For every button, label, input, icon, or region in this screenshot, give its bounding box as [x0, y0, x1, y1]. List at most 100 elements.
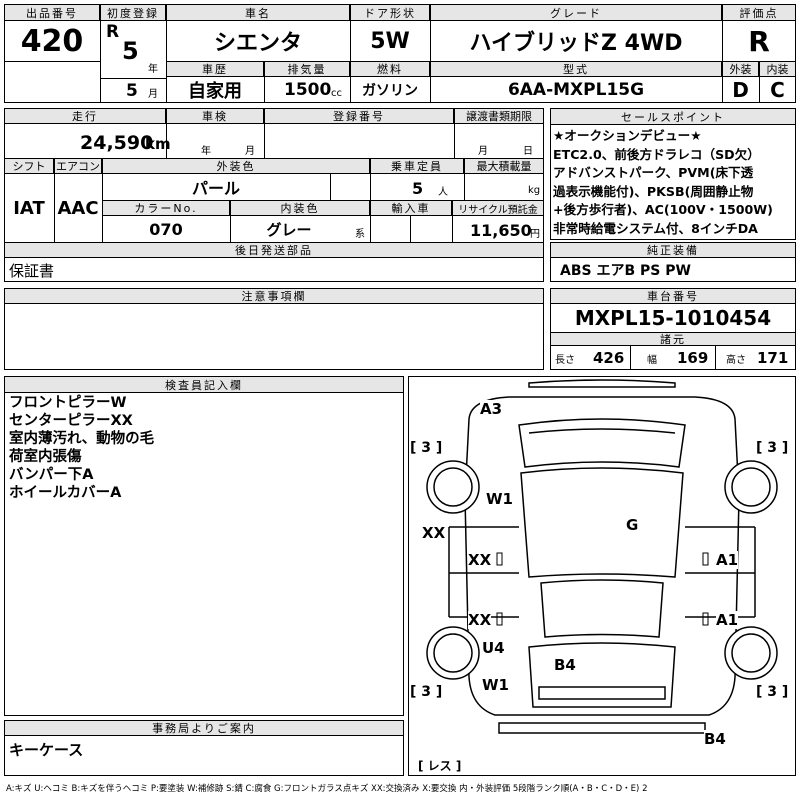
- ac-label: エアコン: [54, 158, 102, 174]
- chassis-number: MXPL15-1010454: [574, 306, 772, 330]
- insp-month-unit: 月: [245, 145, 255, 157]
- recycle: 11,650: [470, 220, 532, 240]
- ac: AAC: [57, 197, 99, 219]
- damage-mark-b4-center: B4: [554, 656, 576, 674]
- import-label: 輸入車: [370, 200, 452, 216]
- damage-mark-a1-upper: A1: [716, 551, 739, 569]
- transfer-month-unit: 月: [478, 145, 488, 157]
- lot-label: 出品番号: [4, 4, 100, 21]
- damage-mark-u4: U4: [482, 639, 505, 657]
- capacity: 5: [412, 178, 424, 198]
- equipment: ABS エアB PS PW: [560, 263, 691, 279]
- inspector-line: 室内薄汚れ、動物の毛: [9, 431, 155, 447]
- damage-mark-xx-lower: XX: [468, 611, 492, 629]
- ext-grade-label: 外装: [722, 61, 759, 77]
- later-parts-label: 後日発送部品: [4, 242, 544, 258]
- car-name: シエンタ: [213, 31, 302, 56]
- grade-label: グレード: [430, 4, 722, 21]
- tire-tread-rear-left: [ 3 ]: [410, 684, 443, 700]
- fuel-label: 燃料: [350, 61, 430, 77]
- height-label: 高さ: [726, 354, 746, 366]
- sales-point-label: セールスポイント: [550, 108, 796, 125]
- damage-mark-g: G: [626, 516, 639, 534]
- legend: A:キズ U:ヘコミ B:キズを伴うヘコミ P:要塗装 W:補修跡 S:錆 C:…: [6, 784, 648, 794]
- displacement: 1500: [284, 80, 332, 100]
- damage-mark-xx-side: XX: [422, 524, 446, 542]
- spare-tire: [ レス ]: [418, 758, 462, 773]
- inspector-line: バンパー下A: [9, 467, 94, 483]
- notes-label: 注意事項欄: [4, 288, 544, 304]
- car-name-label: 車名: [166, 4, 350, 21]
- width-label: 幅: [647, 354, 657, 366]
- color-no-label: カラーNo.: [102, 200, 230, 216]
- length-label: 長さ: [555, 354, 575, 366]
- capacity-label: 乗車定員: [370, 158, 464, 174]
- sales-point-text: ★オークションデビュー★ ETC2.0、前後方ドラレコ（SD欠） アドバンストパ…: [553, 127, 773, 238]
- fuel: ガソリン: [362, 83, 418, 99]
- displacement-unit: cc: [331, 87, 342, 99]
- damage-mark-a1-lower: A1: [716, 611, 739, 629]
- insp-year-unit: 年: [201, 145, 211, 157]
- reg-month: 5: [126, 81, 138, 101]
- displacement-label: 排気量: [264, 61, 350, 77]
- transfer-day-unit: 日: [523, 145, 533, 157]
- max-load-label: 最大積載量: [464, 158, 544, 174]
- recycle-label: リサイクル預託金: [452, 200, 544, 216]
- recycle-unit: 円: [530, 228, 540, 240]
- transfer-label: 譲渡書類期限: [454, 108, 544, 124]
- car-diagram-box: [408, 376, 796, 776]
- car-diagram: [426, 379, 778, 734]
- damage-mark-b4-corner: B4: [704, 730, 726, 748]
- int-color-label: 内装色: [230, 200, 370, 216]
- dims-label: 諸元: [550, 332, 796, 346]
- era: R: [106, 22, 120, 42]
- damage-mark-w1-rear: W1: [482, 676, 509, 694]
- office-note: キーケース: [9, 740, 84, 759]
- max-load-unit: kg: [528, 184, 541, 196]
- inspector-line: フロントピラーW: [9, 395, 127, 411]
- int-color-suffix: 系: [355, 228, 365, 240]
- damage-mark-w1-front: W1: [486, 490, 513, 508]
- shift: IAT: [13, 197, 45, 219]
- score: R: [748, 24, 770, 58]
- score-label: 評価点: [722, 4, 796, 21]
- damage-mark-xx-upper: XX: [468, 551, 492, 569]
- inspector-line: 荷室内張傷: [9, 449, 82, 465]
- tire-tread-rear-right: [ 3 ]: [756, 684, 789, 700]
- ext-grade: D: [732, 78, 749, 102]
- height: 171: [757, 349, 789, 367]
- int-color: グレー: [266, 220, 312, 239]
- model-label: 型式: [430, 61, 722, 77]
- sales-point-line: アドバンストパーク、PVM(床下透: [553, 165, 754, 180]
- sales-point-line: ETC2.0、前後方ドラレコ（SD欠）: [553, 146, 760, 162]
- door-label: ドア形状: [350, 4, 430, 21]
- int-grade-label: 内装: [759, 61, 796, 77]
- mileage-unit: km: [145, 135, 171, 153]
- history: 自家用: [188, 81, 242, 102]
- door-type: 5W: [370, 28, 410, 54]
- sales-point-line: ★オークションデビュー★: [553, 128, 702, 143]
- color-no: 070: [149, 219, 183, 239]
- sales-point-line: +後方歩行者)、AC(100V・1500W): [553, 202, 773, 217]
- inspection-label: 車検: [166, 108, 264, 124]
- tire-tread-front-right: [ 3 ]: [756, 440, 789, 456]
- capacity-unit: 人: [438, 186, 448, 198]
- ext-color-label: 外装色: [102, 158, 370, 174]
- width: 169: [677, 349, 709, 367]
- damage-mark-a3: A3: [480, 400, 503, 418]
- inspector-line: センターピラーXX: [9, 413, 133, 429]
- year-unit: 年: [148, 63, 158, 75]
- mileage: 24,590: [80, 132, 154, 154]
- inspector-line: ホイールカバーA: [9, 485, 122, 501]
- sales-point-line: 非常時給電システム付、8インチDA: [553, 220, 758, 236]
- lot-number: 420: [20, 23, 84, 59]
- office-label: 事務局よりご案内: [4, 720, 404, 736]
- month-unit: 月: [148, 88, 158, 100]
- first-reg-label: 初度登録: [100, 4, 166, 21]
- later-parts: 保証書: [9, 261, 55, 280]
- tire-tread-front-left: [ 3 ]: [410, 440, 443, 456]
- reg-year: 5: [122, 37, 139, 65]
- length: 426: [593, 349, 625, 367]
- inspector-text: フロントピラーW センターピラーXX 室内薄汚れ、動物の毛 荷室内張傷 バンパー…: [9, 394, 154, 502]
- int-grade: C: [770, 78, 785, 102]
